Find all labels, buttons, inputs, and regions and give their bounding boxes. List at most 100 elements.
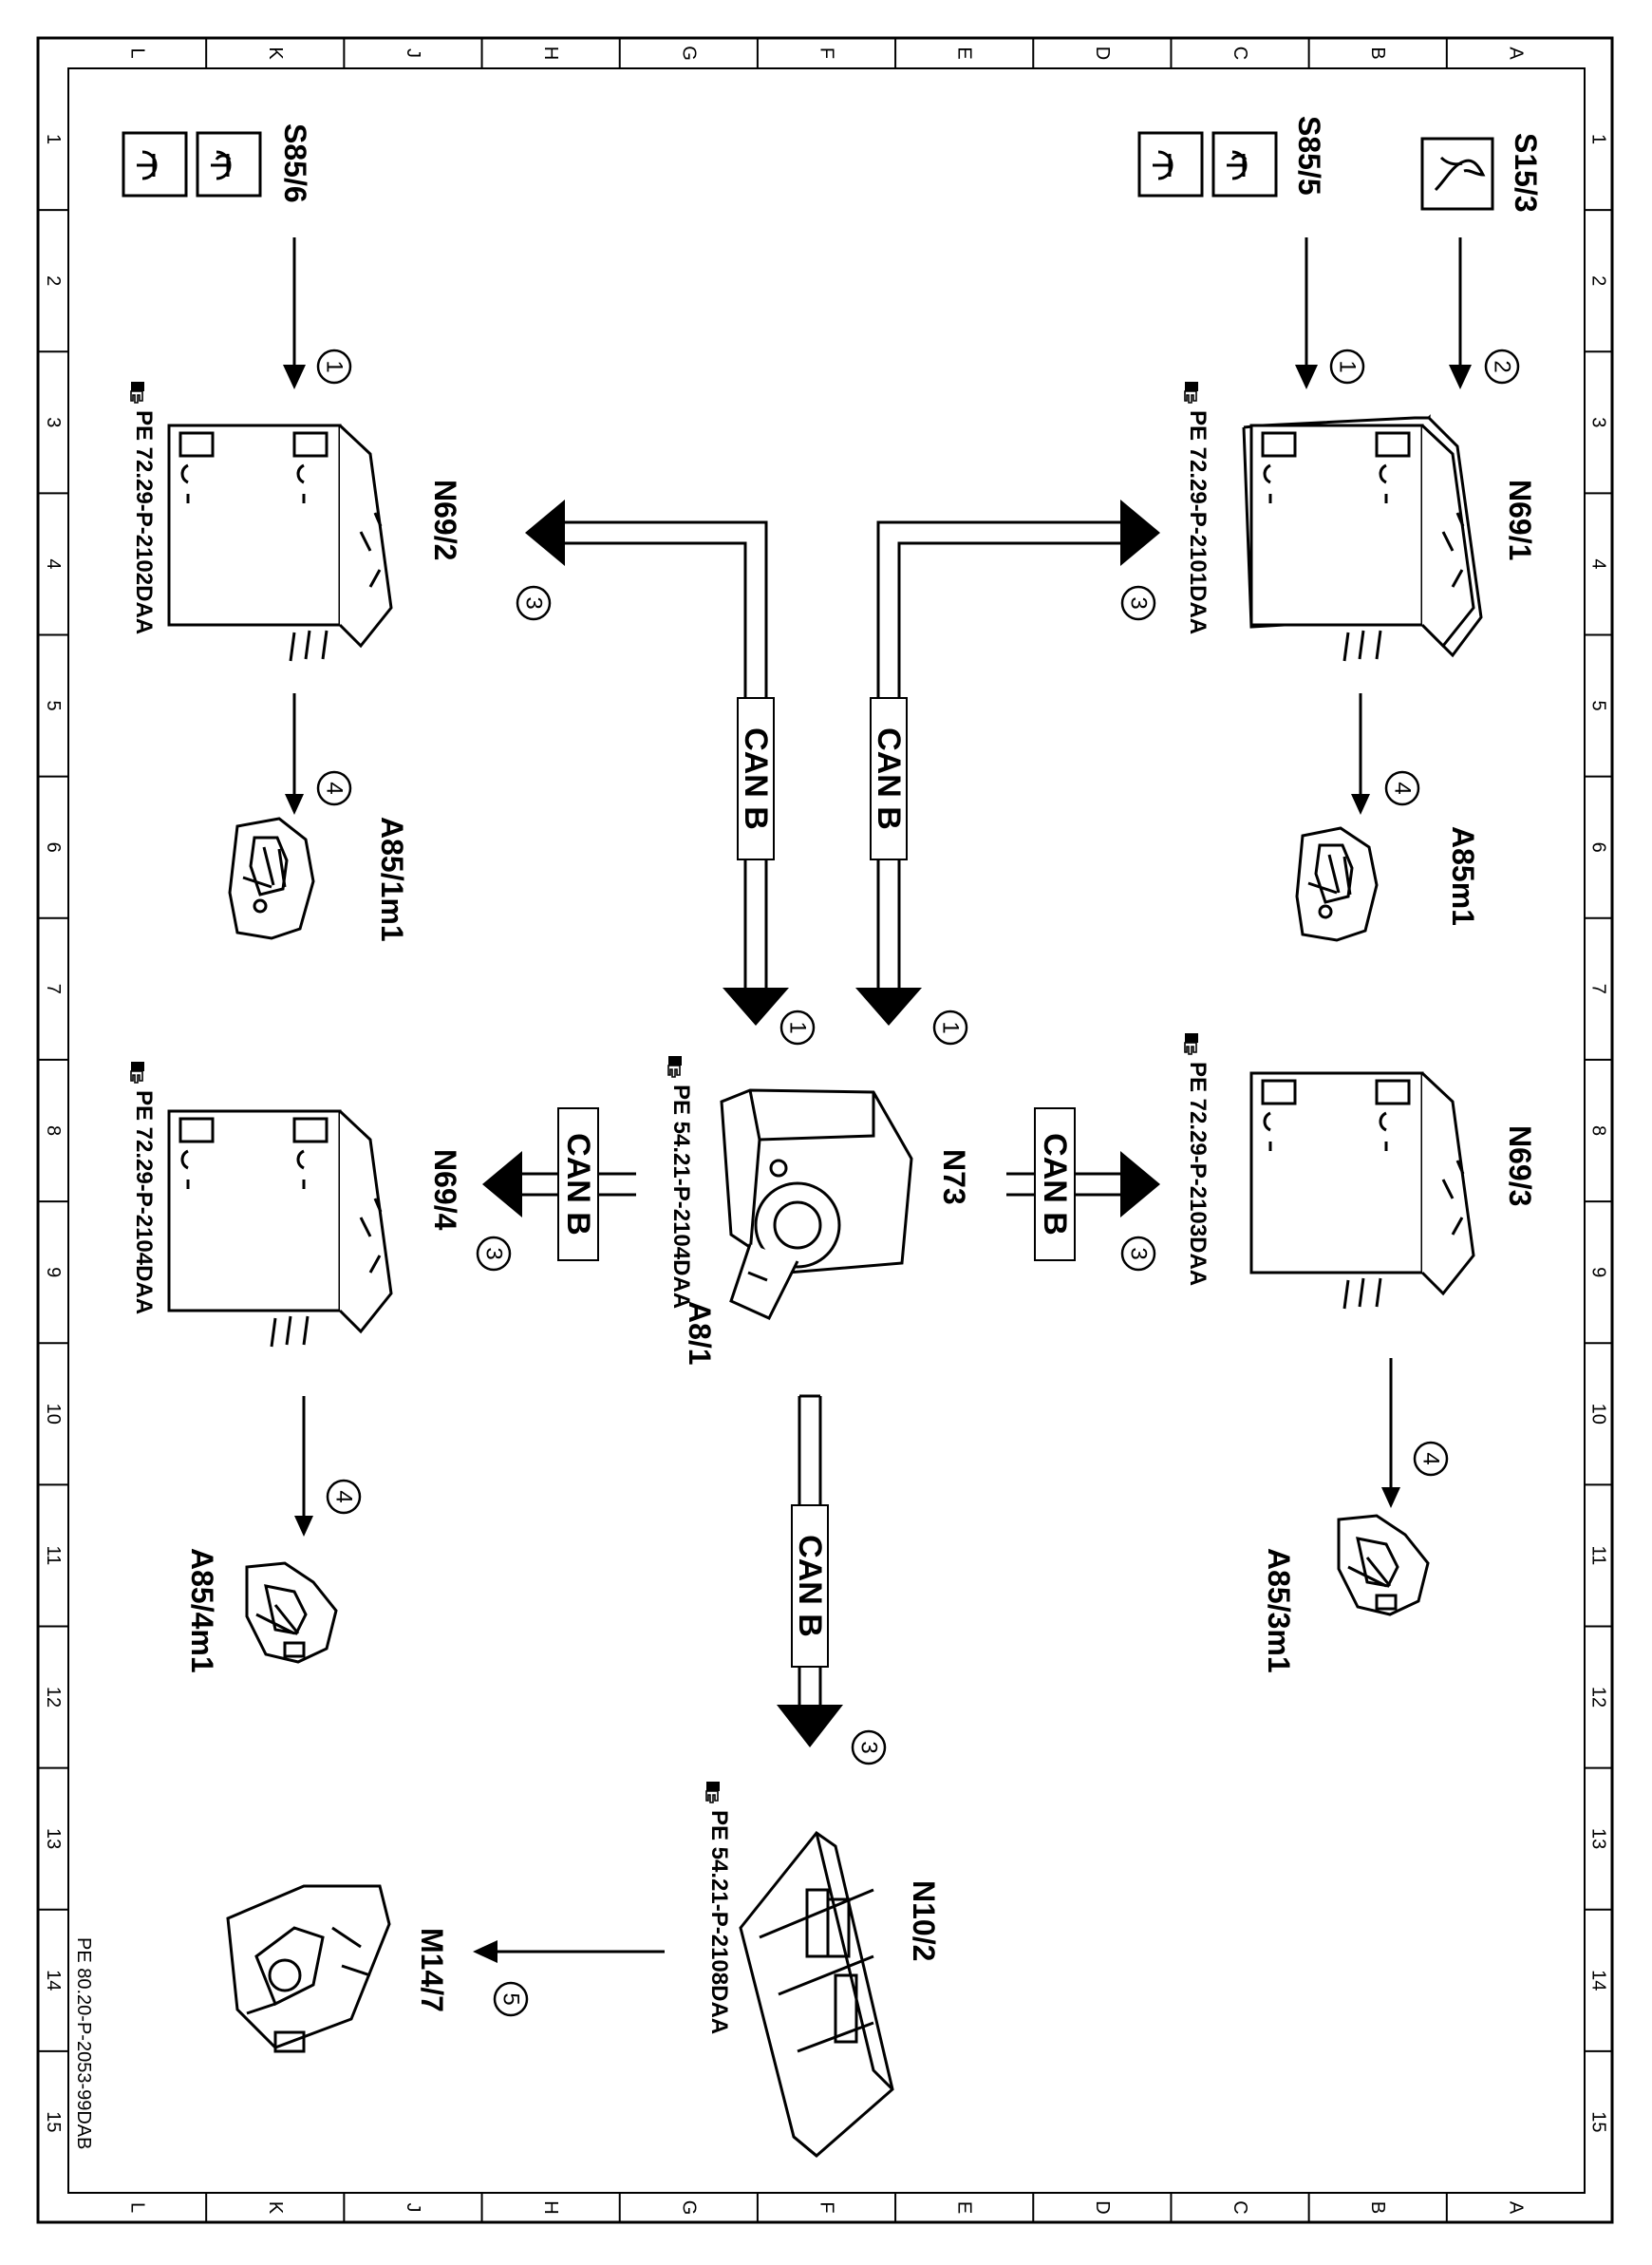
control-unit-n69-3 — [1249, 1071, 1475, 1310]
grid-row-label: 13 — [43, 1828, 64, 1849]
ignition-switch-n73 — [720, 1088, 913, 1320]
hand-pointer-icon — [130, 1061, 145, 1084]
drawing-frame — [36, 36, 1614, 2224]
can-b-label: CAN B — [560, 1133, 596, 1236]
hand-pointer-icon — [1184, 381, 1199, 404]
can-b-box-5: CAN B — [791, 1504, 829, 1668]
step-marker — [316, 770, 352, 806]
document-id: PE 80.20-P-2053-99DAB — [73, 1937, 94, 2149]
pump-m14-7 — [226, 1884, 391, 2053]
ref-n69-2: PE 72.29-P-2102DAA — [131, 410, 157, 634]
step-number: 4 — [331, 1490, 357, 1502]
grid-col-label: A — [1505, 47, 1526, 60]
step-marker — [779, 1010, 816, 1046]
label-s15-3: S15/3 — [1509, 133, 1543, 213]
grid-col-label: G — [678, 46, 699, 61]
lock-switch-symbol-s85-5 — [1137, 131, 1278, 198]
grid-row-label: 1 — [43, 134, 64, 144]
step-number: 4 — [322, 782, 347, 794]
grid-row-label: 3 — [1588, 417, 1609, 427]
ref-n69-3: PE 72.29-P-2103DAA — [1185, 1062, 1211, 1286]
grid-row-label: 6 — [1588, 842, 1609, 853]
grid-row-label: 8 — [43, 1125, 64, 1136]
hand-pointer-icon — [705, 1781, 721, 1803]
can-b-box-2: CAN B — [737, 697, 775, 860]
can-b-label: CAN B — [871, 727, 907, 830]
grid-col-label: B — [1367, 47, 1388, 59]
ref-n10-2: PE 54.21-P-2108DAA — [706, 1810, 732, 2034]
grid-col-label: B — [1367, 2201, 1388, 2214]
step-number: 3 — [1126, 1247, 1152, 1259]
grid-col-label: G — [678, 2200, 699, 2216]
label-m14-7: M14/7 — [415, 1928, 449, 2012]
grid-row-label: 2 — [43, 275, 64, 286]
label-a85-3m1: A85/3m1 — [1262, 1548, 1296, 1673]
grid-col-label: H — [540, 2200, 561, 2214]
grid-row-label: 13 — [1588, 1828, 1609, 1849]
step-marker — [493, 1981, 529, 2017]
grid-col-label: L — [127, 47, 148, 58]
label-a85-1m1: A85/1m1 — [375, 817, 409, 942]
step-marker — [476, 1236, 512, 1272]
step-number: 1 — [938, 1021, 964, 1033]
can-b-label: CAN B — [1037, 1133, 1073, 1236]
grid-row-label: 14 — [1588, 1970, 1609, 1991]
grid-row-label: 11 — [1588, 1546, 1609, 1566]
can-b-label: CAN B — [792, 1535, 828, 1637]
actuator-a85-3m1 — [1337, 1514, 1430, 1616]
step-marker — [326, 1479, 362, 1515]
can-bus-arrowheads — [482, 500, 1160, 1747]
control-unit-n69-4 — [167, 1109, 393, 1348]
grid-col-label: J — [403, 2203, 423, 2213]
grid-row-label: 9 — [43, 1267, 64, 1277]
grid-row-label: 4 — [1588, 558, 1609, 569]
lock-switch-symbol-s85-6 — [122, 131, 262, 198]
grid-col-label: E — [954, 47, 975, 59]
step-number: 1 — [785, 1021, 811, 1033]
step-number: 5 — [498, 1992, 524, 2005]
grid-row-label: 6 — [43, 842, 64, 853]
label-n69-4: N69/4 — [428, 1149, 462, 1231]
hand-pointer-icon — [130, 381, 145, 404]
grid-row-label: 4 — [43, 558, 64, 569]
ref-n69-4: PE 72.29-P-2104DAA — [131, 1090, 157, 1314]
step-marker — [1120, 585, 1156, 621]
trunk-switch-symbol-s15-3 — [1420, 137, 1494, 211]
grid-row-label: 14 — [43, 1970, 64, 1991]
grid-row-label: 2 — [1588, 275, 1609, 286]
grid-row-label: 15 — [43, 2111, 64, 2132]
grid-row-label: 10 — [1588, 1404, 1609, 1425]
grid-col-label: K — [265, 47, 286, 60]
label-a85-4m1: A85/4m1 — [185, 1548, 219, 1673]
step-number: 3 — [1126, 596, 1152, 609]
can-b-box-4: CAN B — [557, 1107, 599, 1261]
step-number: 4 — [1418, 1452, 1444, 1464]
control-unit-n69-2 — [167, 424, 393, 662]
grid-row-label: 11 — [43, 1546, 64, 1566]
step-numbers: 1 2 1 3 3 4 4 1 1 3 3 4 4 3 5 — [322, 360, 1515, 2005]
label-n69-3: N69/3 — [1503, 1125, 1537, 1206]
grid-col-label: E — [954, 2201, 975, 2214]
reference-labels: PE 72.29-P-2101DAA PE 72.29-P-2102DAA PE… — [130, 381, 1211, 2034]
actuator-a85-4m1 — [245, 1561, 338, 1664]
control-unit-n69-1 — [1242, 414, 1483, 662]
label-a8-1: A8/1 — [683, 1301, 717, 1366]
grid-col-label: L — [127, 2202, 148, 2213]
grid-col-label: H — [540, 47, 561, 60]
step-number: 3 — [481, 1247, 507, 1259]
step-number: 1 — [1335, 360, 1361, 372]
step-number: 3 — [521, 596, 547, 609]
grid-col-label: D — [1092, 47, 1113, 60]
label-s85-5: S85/5 — [1292, 116, 1326, 196]
step-marker — [1384, 770, 1420, 806]
can-b-box-3: CAN B — [1034, 1107, 1076, 1261]
can-b-label: CAN B — [738, 727, 774, 830]
grid-row-label: 10 — [43, 1404, 64, 1425]
actuator-a85m1 — [1295, 826, 1379, 942]
label-n73: N73 — [937, 1149, 971, 1205]
grid-row-label: 5 — [43, 701, 64, 711]
label-n69-1: N69/1 — [1503, 480, 1537, 560]
